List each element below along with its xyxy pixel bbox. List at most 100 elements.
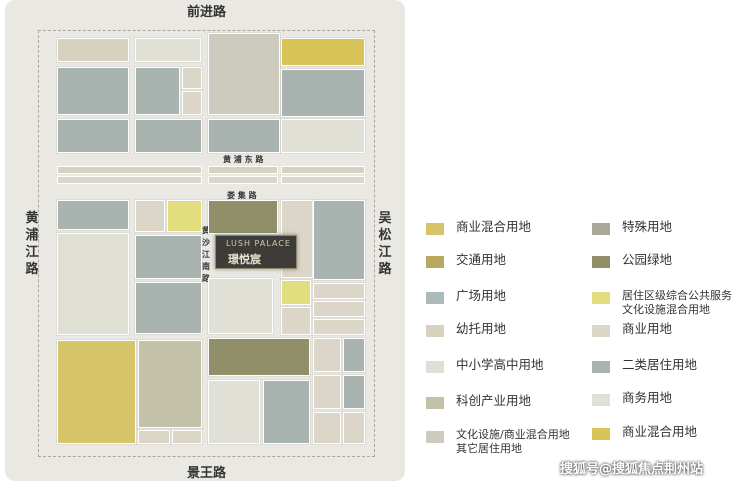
logo-brand: LUSH PALACE <box>226 239 291 248</box>
block[interactable] <box>313 375 341 409</box>
legend-label: 商业混合用地 <box>456 219 532 234</box>
legend-item: 居住区级综合公共服务文化设施混合用地 <box>592 289 732 317</box>
green-strip <box>208 166 278 174</box>
block[interactable] <box>135 119 202 153</box>
block[interactable] <box>263 380 310 444</box>
block[interactable] <box>57 119 129 153</box>
block[interactable] <box>208 119 280 153</box>
legend-item: 商业混合用地 <box>592 425 697 440</box>
plan-boundary <box>38 30 375 457</box>
block[interactable] <box>313 200 365 280</box>
block[interactable] <box>208 278 273 334</box>
legend-item: 商业用地 <box>592 322 672 337</box>
legend-swatch <box>592 428 610 440</box>
legend-label: 中小学高中用地 <box>456 357 544 372</box>
block[interactable] <box>313 338 341 372</box>
block[interactable] <box>57 200 129 230</box>
legend-item: 幼托用地 <box>426 322 506 337</box>
block[interactable] <box>182 67 202 89</box>
legend-item: 交通用地 <box>426 253 506 268</box>
legend-label: 商务用地 <box>622 390 673 405</box>
legend-swatch <box>592 394 610 406</box>
road-mid2: 娄 集 路 <box>227 191 257 200</box>
block[interactable] <box>57 38 129 62</box>
block[interactable] <box>208 33 280 115</box>
block[interactable] <box>343 338 365 372</box>
block[interactable] <box>313 301 365 317</box>
watermark: 搜狐号@搜狐焦点荆州站 <box>560 462 704 477</box>
block[interactable] <box>135 282 202 334</box>
site-plan-map: 前进路 景王路 黄浦江路 吴松江路 黄 浦 东 路 娄 集 路 黄沙江南路 <box>5 0 405 481</box>
legend-item: 特殊用地 <box>592 220 672 235</box>
legend-swatch <box>426 223 444 235</box>
legend-swatch <box>426 292 444 304</box>
legend-label: 公园绿地 <box>622 252 673 267</box>
block[interactable] <box>57 233 129 335</box>
block[interactable] <box>172 430 202 444</box>
legend-label: 特殊用地 <box>622 219 673 234</box>
road-mid-v: 黄沙江南路 <box>202 226 210 283</box>
legend-label: 居住区级综合公共服务文化设施混合用地 <box>622 289 732 316</box>
legend-item: 公园绿地 <box>592 253 672 268</box>
block[interactable] <box>281 307 311 335</box>
green-strip <box>208 176 278 184</box>
legend-swatch <box>426 325 444 337</box>
legend-item: 中小学高中用地 <box>426 358 544 373</box>
block[interactable] <box>138 430 170 444</box>
project-logo[interactable]: LUSH PALACE 璟悦宸 <box>215 235 297 269</box>
legend-label: 商业混合用地 <box>622 424 698 439</box>
road-west: 黄浦江路 <box>25 211 39 277</box>
legend-swatch <box>592 361 610 373</box>
block[interactable] <box>57 340 136 444</box>
legend-swatch <box>426 397 444 409</box>
block[interactable] <box>182 91 202 115</box>
block[interactable] <box>208 200 278 234</box>
block[interactable] <box>343 375 365 409</box>
legend-label: 商业用地 <box>622 321 673 336</box>
green-strip <box>281 176 365 184</box>
green-strip <box>281 166 365 174</box>
legend-item: 科创产业用地 <box>426 394 531 409</box>
block[interactable] <box>343 412 365 444</box>
block[interactable] <box>281 119 365 153</box>
legend-swatch <box>592 256 610 268</box>
legend-label: 文化设施/商业混合用地其它居住用地 <box>456 428 570 455</box>
block[interactable] <box>135 235 202 279</box>
block[interactable] <box>313 283 365 299</box>
block[interactable] <box>281 38 365 66</box>
legend-item: 商业混合用地 <box>426 220 531 235</box>
block[interactable] <box>313 319 365 335</box>
block[interactable] <box>167 200 202 232</box>
legend-item: 二类居住用地 <box>592 358 697 373</box>
road-east: 吴松江路 <box>378 211 392 277</box>
legend-swatch <box>592 223 610 235</box>
legend-swatch <box>592 325 610 337</box>
block[interactable] <box>135 38 201 62</box>
green-strip <box>57 176 202 184</box>
road-mid1: 黄 浦 东 路 <box>223 155 264 164</box>
block[interactable] <box>281 69 365 117</box>
block[interactable] <box>138 340 202 428</box>
logo-name: 璟悦宸 <box>228 253 261 266</box>
legend-swatch <box>426 361 444 373</box>
block[interactable] <box>135 200 165 232</box>
legend: 商业混合用地 特殊用地 交通用地 公园绿地 广场用地 居住区级综合公共服务文化设… <box>420 210 740 470</box>
legend-item: 广场用地 <box>426 289 506 304</box>
road-south: 景王路 <box>187 466 227 481</box>
legend-swatch <box>426 256 444 268</box>
block[interactable] <box>208 380 260 444</box>
block[interactable] <box>135 67 180 115</box>
legend-item: 文化设施/商业混合用地其它居住用地 <box>426 428 570 456</box>
legend-label: 二类居住用地 <box>622 357 698 372</box>
block[interactable] <box>281 280 311 305</box>
block[interactable] <box>313 412 341 444</box>
green-strip <box>57 166 202 174</box>
road-north: 前进路 <box>187 5 227 20</box>
block[interactable] <box>57 67 129 115</box>
block[interactable] <box>208 338 310 376</box>
legend-label: 交通用地 <box>456 252 507 267</box>
legend-swatch <box>592 292 610 304</box>
legend-swatch <box>426 431 444 443</box>
legend-label: 广场用地 <box>456 288 507 303</box>
legend-label: 幼托用地 <box>456 321 507 336</box>
